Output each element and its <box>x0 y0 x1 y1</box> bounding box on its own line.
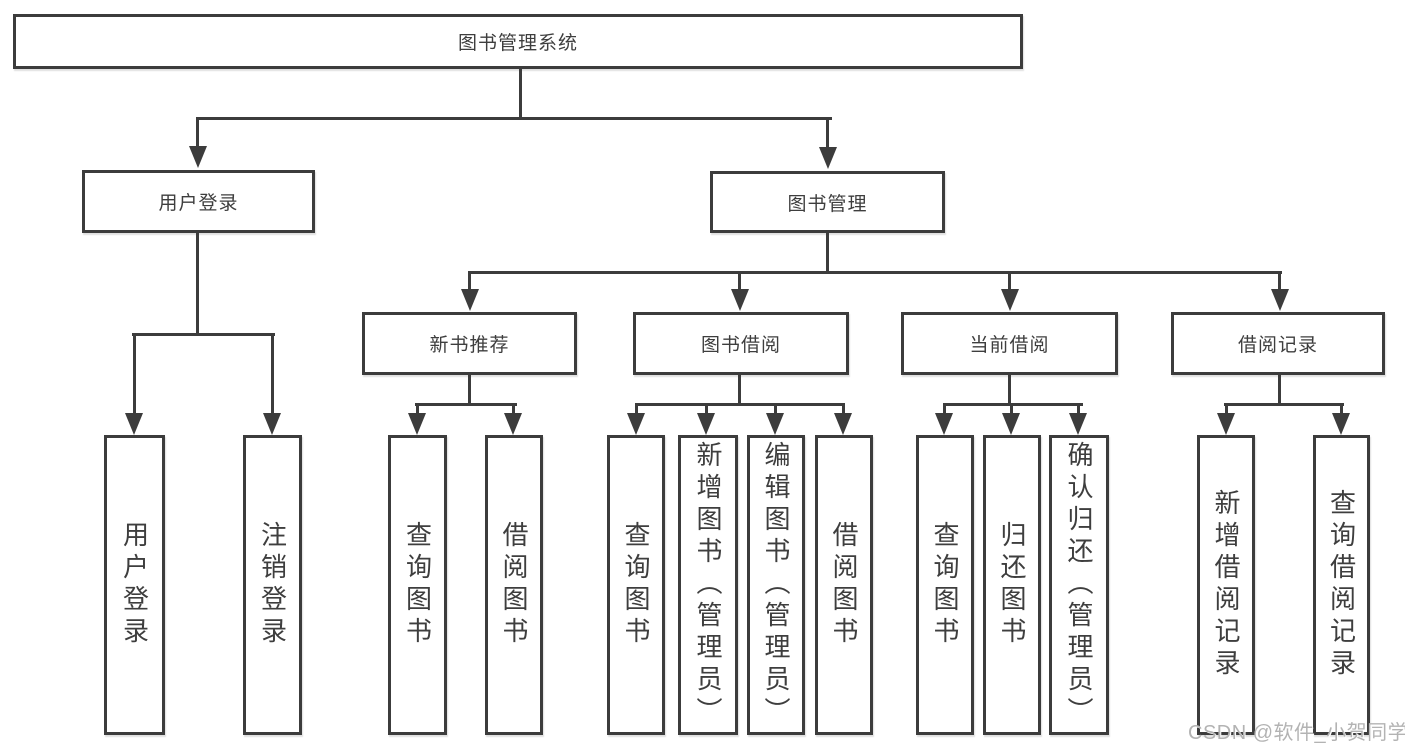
arrow-down-icon <box>461 289 479 311</box>
connector-to-leaf <box>705 406 708 415</box>
node-root-library-system: 图书管理系统 <box>13 14 1023 69</box>
connector-to-current-borrowing <box>1008 274 1011 291</box>
leaf-current-query-books-label: 查询图书 <box>930 521 960 649</box>
connector-root-crossbar <box>196 117 832 120</box>
arrow-down-icon <box>1069 413 1087 435</box>
leaf-return-books: 归还图书 <box>983 435 1041 735</box>
arrow-down-icon <box>627 413 645 435</box>
leaf-return-books-label: 归还图书 <box>997 521 1027 649</box>
csdn-watermark: CSDN @软件_小贺同学 <box>1188 722 1405 744</box>
node-new-book-recommendation: 新书推荐 <box>362 312 577 375</box>
connector-to-new-book-recommendation <box>468 274 471 291</box>
connector-book-management-stem <box>826 233 829 274</box>
leaf-confirm-return-admin-label: 确认归还（管理员） <box>1064 441 1094 729</box>
arrow-down-icon <box>834 413 852 435</box>
leaf-user-login-label: 用户登录 <box>119 521 150 649</box>
node-borrowing-records: 借阅记录 <box>1171 312 1385 375</box>
arrow-down-icon <box>766 413 784 435</box>
node-root-label: 图书管理系统 <box>457 33 578 54</box>
leaf-edit-books-admin: 编辑图书（管理员） <box>747 435 805 735</box>
connector-records-crossbar <box>1224 403 1344 406</box>
connector-to-leaf <box>1225 406 1228 415</box>
connector-book-management-crossbar <box>468 271 1282 274</box>
connector-records-stem <box>1278 375 1281 406</box>
arrow-down-icon <box>1332 413 1350 435</box>
connector-borrowing-stem <box>738 375 741 406</box>
arrow-down-icon <box>819 147 837 169</box>
leaf-recommend-query-books-label: 查询图书 <box>402 521 433 649</box>
connector-recommendation-crossbar <box>415 403 517 406</box>
arrow-down-icon <box>1001 289 1019 311</box>
node-user-login: 用户登录 <box>82 170 315 233</box>
node-current-borrowing: 当前借阅 <box>901 312 1118 375</box>
node-new-book-recommendation-label: 新书推荐 <box>429 335 510 356</box>
connector-to-leaf <box>416 406 419 415</box>
leaf-query-borrow-record-label: 查询借阅记录 <box>1326 489 1357 681</box>
leaf-edit-books-admin-label: 编辑图书（管理员） <box>761 441 791 729</box>
connector-to-leaf <box>774 406 777 415</box>
leaf-user-login: 用户登录 <box>104 435 165 735</box>
arrow-down-icon <box>408 413 426 435</box>
leaf-query-borrow-record: 查询借阅记录 <box>1313 435 1370 735</box>
leaf-confirm-return-admin: 确认归还（管理员） <box>1049 435 1109 735</box>
leaf-logout-label: 注销登录 <box>257 521 288 649</box>
leaf-add-books-admin-label: 新增图书（管理员） <box>693 441 723 729</box>
arrow-down-icon <box>731 289 749 311</box>
arrow-down-icon <box>1002 413 1020 435</box>
leaf-logout: 注销登录 <box>243 435 302 735</box>
connector-recommendation-stem <box>468 375 471 406</box>
arrow-down-icon <box>504 413 522 435</box>
arrow-down-icon <box>125 413 143 435</box>
leaf-current-query-books: 查询图书 <box>916 435 974 735</box>
connector-to-leaf <box>512 406 515 415</box>
connector-to-book-management-stem <box>826 120 829 148</box>
connector-to-leaf-user-login <box>133 336 136 413</box>
connector-current-stem <box>1008 375 1011 406</box>
leaf-recommend-query-books: 查询图书 <box>388 435 447 735</box>
connector-user-login-crossbar <box>132 333 275 336</box>
leaf-borrow-query-books: 查询图书 <box>607 435 665 735</box>
connector-to-leaf <box>842 406 845 415</box>
connector-borrowing-crossbar <box>635 403 845 406</box>
connector-user-login-stem <box>196 233 199 336</box>
arrow-down-icon <box>1271 289 1289 311</box>
leaf-add-books-admin: 新增图书（管理员） <box>678 435 738 735</box>
leaf-recommend-borrow-books: 借阅图书 <box>485 435 543 735</box>
connector-to-leaf-logout <box>271 336 274 413</box>
leaf-add-borrow-record: 新增借阅记录 <box>1197 435 1255 735</box>
leaf-borrow-query-books-label: 查询图书 <box>621 521 651 649</box>
node-borrowing-records-label: 借阅记录 <box>1237 335 1318 356</box>
node-book-borrowing: 图书借阅 <box>633 312 849 375</box>
connector-to-leaf <box>1340 406 1343 415</box>
connector-to-book-borrowing <box>738 274 741 291</box>
connector-current-crossbar <box>943 403 1083 406</box>
node-book-management-label: 图书管理 <box>787 193 868 215</box>
arrow-down-icon <box>1217 413 1235 435</box>
node-book-management: 图书管理 <box>710 171 945 233</box>
leaf-recommend-borrow-books-label: 借阅图书 <box>499 521 529 649</box>
arrow-down-icon <box>263 413 281 435</box>
node-user-login-label: 用户登录 <box>158 193 239 214</box>
connector-root-stem <box>519 69 522 120</box>
connector-to-user-login-stem <box>196 120 199 148</box>
leaf-borrow-books-label: 借阅图书 <box>829 521 859 649</box>
arrow-down-icon <box>189 146 207 168</box>
leaf-add-borrow-record-label: 新增借阅记录 <box>1211 489 1241 681</box>
connector-to-borrowing-records <box>1278 274 1281 291</box>
node-current-borrowing-label: 当前借阅 <box>969 335 1050 356</box>
leaf-borrow-books: 借阅图书 <box>815 435 873 735</box>
arrow-down-icon <box>935 413 953 435</box>
connector-to-leaf <box>1077 406 1080 415</box>
connector-to-leaf <box>635 406 638 415</box>
connector-to-leaf <box>943 406 946 415</box>
node-book-borrowing-label: 图书借阅 <box>700 335 781 356</box>
arrow-down-icon <box>697 413 715 435</box>
connector-to-leaf <box>1010 406 1013 415</box>
